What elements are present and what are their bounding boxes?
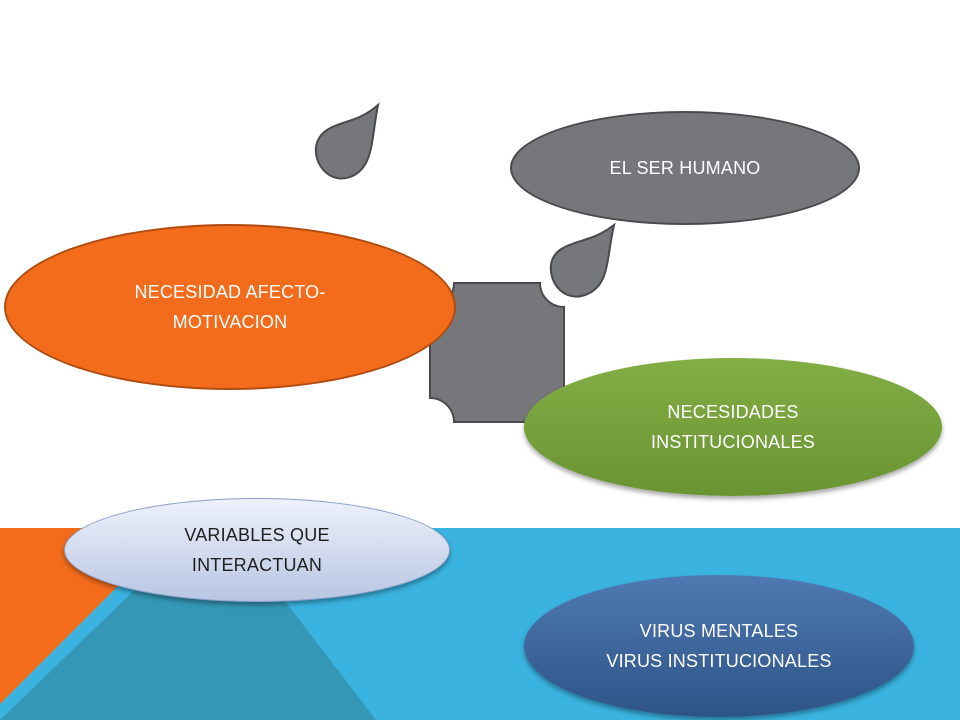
node-virus: VIRUS MENTALES VIRUS INSTITUCIONALES <box>524 575 914 717</box>
node-necesidad-label: NECESIDAD AFECTO- MOTIVACION <box>134 277 325 337</box>
node-institucionales-line-1: NECESIDADES <box>667 402 799 422</box>
node-necesidades-institucionales: NECESIDADES INSTITUCIONALES <box>524 358 942 496</box>
node-necesidad-line-1: NECESIDAD AFECTO- <box>134 282 326 302</box>
node-institucionales-label: NECESIDADES INSTITUCIONALES <box>651 397 815 457</box>
node-el-ser-humano-line-1: EL SER HUMANO <box>609 158 761 178</box>
node-necesidad-afecto-motivacion: NECESIDAD AFECTO- MOTIVACION <box>4 224 456 390</box>
node-variables-que-interactuan: VARIABLES QUE INTERACTUAN <box>64 498 450 602</box>
node-variables-line-2: INTERACTUAN <box>191 555 323 575</box>
node-virus-line-2: VIRUS INSTITUCIONALES <box>606 651 832 671</box>
node-variables-label: VARIABLES QUE INTERACTUAN <box>184 520 329 580</box>
node-virus-line-1: VIRUS MENTALES <box>639 621 799 641</box>
node-necesidad-line-2: MOTIVACION <box>172 312 288 332</box>
node-el-ser-humano: EL SER HUMANO <box>510 111 860 225</box>
teal-band-triangle <box>0 575 376 720</box>
node-el-ser-humano-label: EL SER HUMANO <box>610 153 761 183</box>
node-institucionales-line-2: INSTITUCIONALES <box>650 432 816 452</box>
node-virus-label: VIRUS MENTALES VIRUS INSTITUCIONALES <box>606 616 831 676</box>
node-variables-line-1: VARIABLES QUE <box>184 525 330 545</box>
